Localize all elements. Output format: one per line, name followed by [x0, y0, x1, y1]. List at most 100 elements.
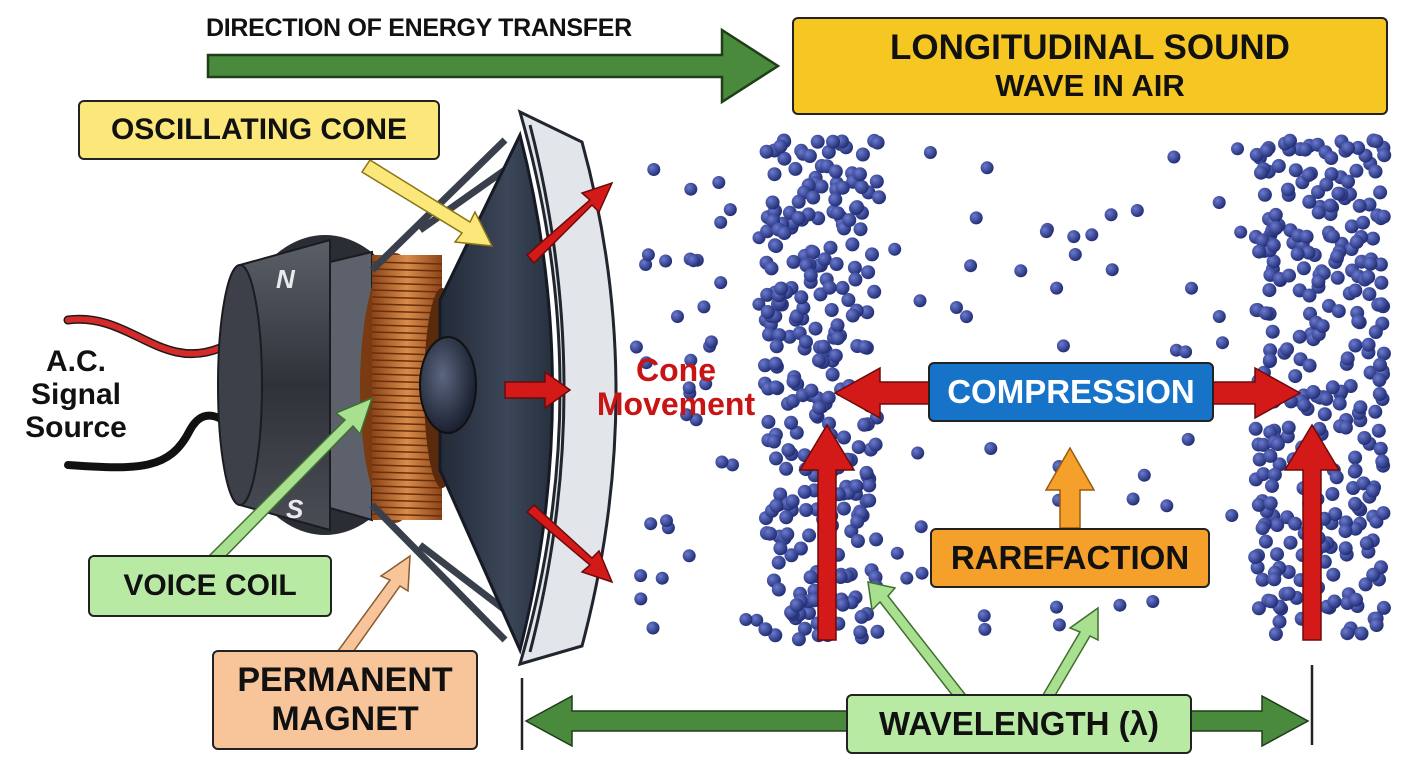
- air-particle: [1288, 516, 1303, 531]
- air-particle: [1288, 163, 1303, 178]
- wavelength-pointers: [867, 581, 1099, 707]
- air-particle: [869, 174, 884, 189]
- air-particle: [750, 613, 764, 627]
- air-particle: [1252, 244, 1267, 259]
- air-particle: [841, 293, 856, 307]
- air-particle: [1288, 369, 1303, 384]
- air-particle: [833, 570, 848, 584]
- air-particle: [786, 254, 801, 269]
- air-particle: [822, 280, 837, 295]
- air-particle: [723, 203, 737, 217]
- air-particle: [861, 265, 876, 280]
- air-particle: [767, 434, 781, 449]
- air-particle: [1268, 627, 1283, 641]
- air-particle: [774, 281, 789, 296]
- air-particle: [950, 301, 963, 314]
- air-particle: [768, 380, 783, 395]
- air-particle: [1325, 229, 1340, 244]
- air-particle: [828, 164, 843, 179]
- air-particle: [785, 494, 800, 509]
- compression-label: COMPRESSION: [928, 362, 1214, 422]
- air-particle: [1340, 626, 1355, 641]
- air-particle: [817, 252, 832, 267]
- air-particle: [1283, 535, 1298, 550]
- air-particle: [789, 598, 804, 613]
- air-particle: [1085, 228, 1099, 242]
- air-particle: [1319, 391, 1334, 406]
- air-particle: [781, 443, 796, 458]
- air-particle: [1266, 238, 1281, 253]
- coil-winding: [371, 464, 443, 468]
- air-particles: [629, 133, 1392, 647]
- air-particle: [769, 239, 784, 254]
- air-particle: [825, 367, 840, 382]
- air-particle: [845, 237, 860, 252]
- air-particle: [1283, 133, 1297, 148]
- air-particle: [646, 621, 660, 635]
- air-particle: [769, 339, 784, 354]
- air-particle: [826, 134, 840, 149]
- air-particle: [1272, 614, 1287, 629]
- coil-winding: [371, 499, 443, 503]
- air-particle: [641, 248, 655, 262]
- air-particle: [1368, 164, 1383, 179]
- air-particle: [1039, 225, 1053, 239]
- air-particle: [1014, 264, 1028, 278]
- air-particle: [1371, 423, 1386, 438]
- air-particle: [1317, 407, 1332, 422]
- air-particle: [1212, 196, 1226, 209]
- coil-winding: [371, 485, 443, 489]
- air-particle: [829, 257, 844, 271]
- air-particle: [969, 211, 983, 225]
- air-particle: [1373, 441, 1388, 456]
- air-particle: [867, 284, 882, 299]
- air-particle: [1311, 274, 1326, 289]
- air-particle: [862, 478, 877, 493]
- air-particle: [1256, 437, 1271, 452]
- oscillating-cone-pointer: [360, 158, 494, 247]
- air-particle: [1104, 208, 1118, 222]
- air-particle: [1265, 478, 1279, 493]
- air-particle: [773, 541, 788, 556]
- air-particle: [1292, 329, 1307, 344]
- air-particle: [680, 408, 694, 422]
- air-particle: [1254, 165, 1268, 180]
- air-particle: [1263, 343, 1278, 358]
- air-particle: [671, 310, 684, 323]
- air-particle: [1056, 339, 1070, 353]
- air-particle: [1270, 547, 1284, 562]
- air-particle: [1376, 209, 1391, 224]
- air-particle: [1259, 306, 1274, 321]
- air-particle: [1251, 601, 1266, 616]
- signal-line-2: Signal: [30, 377, 121, 411]
- air-particle: [1146, 595, 1160, 608]
- air-particle: [1357, 431, 1372, 445]
- air-particle: [1328, 507, 1343, 522]
- air-particle: [1324, 167, 1339, 182]
- air-particle: [812, 353, 826, 368]
- air-particle: [1330, 249, 1345, 264]
- air-particle: [1358, 577, 1373, 592]
- air-particle: [1356, 476, 1371, 491]
- air-particle: [980, 161, 994, 175]
- air-particle: [960, 310, 973, 324]
- air-particle: [1185, 281, 1198, 295]
- air-particle: [1377, 148, 1392, 163]
- air-particle: [1252, 452, 1267, 467]
- coil-winding: [371, 492, 443, 496]
- air-particle: [1374, 297, 1389, 312]
- air-particle: [913, 294, 927, 308]
- air-particle: [830, 206, 845, 221]
- air-particle: [739, 613, 753, 626]
- air-particle: [779, 461, 794, 476]
- air-particle: [1137, 468, 1151, 482]
- air-particle: [853, 167, 867, 182]
- air-particle: [1255, 233, 1270, 248]
- air-particle: [803, 570, 818, 585]
- magnet-north-label: N: [276, 264, 295, 294]
- air-particle: [726, 458, 739, 472]
- air-particle: [1344, 219, 1359, 234]
- air-particle: [791, 194, 806, 209]
- air-particle: [821, 390, 836, 405]
- air-particle: [1311, 205, 1326, 220]
